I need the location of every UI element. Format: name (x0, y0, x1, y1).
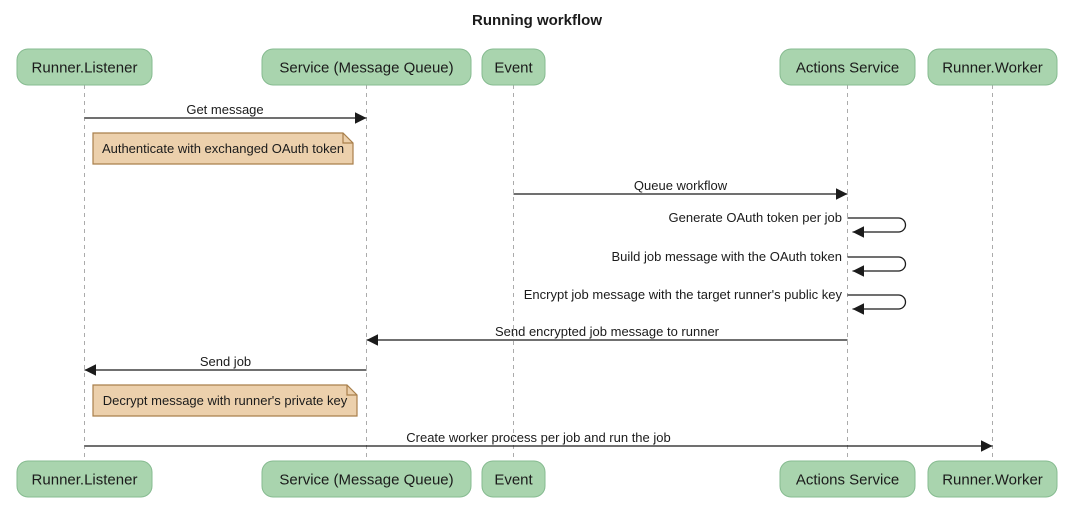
note-body (92, 384, 358, 417)
participant-box-runner-listener (16, 48, 153, 86)
note-label: Decrypt message with runner's private ke… (103, 393, 348, 408)
message-label: Send encrypted job message to runner (495, 324, 720, 339)
participant-box-service-message-queue-bottom (261, 460, 472, 498)
note-fold (346, 385, 357, 396)
participants-bottom: Runner.Listener Service (Message Queue) … (16, 460, 1058, 498)
participant-box-actions-service-bottom (779, 460, 916, 498)
participant-box-event (481, 48, 546, 86)
participants-top: Runner.Listener Service (Message Queue) … (16, 48, 1058, 86)
message-label: Queue workflow (634, 178, 728, 193)
participant-label-runner-worker: Runner.Worker (942, 60, 1043, 77)
participant-box-service-message-queue (261, 48, 472, 86)
participant-label-service-message-queue: Service (Message Queue) (279, 60, 453, 77)
participant-label-actions-service: Actions Service (796, 60, 899, 77)
participant-label-runner-listener-bottom: Runner.Listener (32, 472, 138, 489)
participant-label-event-bottom: Event (494, 472, 533, 489)
participant-box-actions-service (779, 48, 916, 86)
participant-box-runner-listener-bottom (16, 460, 153, 498)
message-label: Generate OAuth token per job (669, 210, 842, 225)
note-label: Authenticate with exchanged OAuth token (102, 141, 344, 156)
message-label: Get message (186, 102, 263, 117)
participant-label-service-message-queue-bottom: Service (Message Queue) (279, 472, 453, 489)
note: Decrypt message with runner's private ke… (92, 384, 358, 417)
note: Authenticate with exchanged OAuth token (92, 132, 354, 165)
participant-label-runner-worker-bottom: Runner.Worker (942, 472, 1043, 489)
message-label: Build job message with the OAuth token (611, 249, 842, 264)
self-message-arrow (847, 256, 907, 277)
message-label: Encrypt job message with the target runn… (524, 287, 843, 302)
participant-box-runner-worker-bottom (927, 460, 1058, 498)
self-message-arrow (847, 217, 907, 238)
participant-label-runner-listener: Runner.Listener (32, 60, 138, 77)
note-fold (342, 133, 353, 144)
participant-box-event-bottom (481, 460, 546, 498)
diagram-title: Running workflow (472, 12, 602, 29)
self-message-arrow (847, 294, 907, 315)
participant-label-actions-service-bottom: Actions Service (796, 472, 899, 489)
message-label: Send job (200, 354, 251, 369)
message-label: Create worker process per job and run th… (406, 430, 670, 445)
note-body (92, 132, 354, 165)
participant-box-runner-worker (927, 48, 1058, 86)
participant-label-event: Event (494, 60, 533, 77)
